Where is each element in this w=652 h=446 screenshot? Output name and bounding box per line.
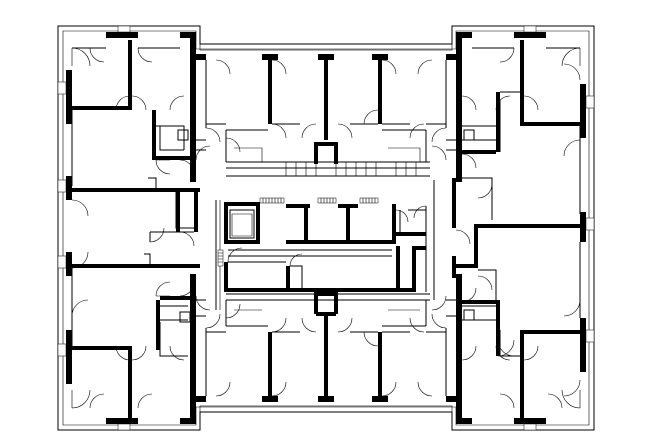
window-markers [57,25,595,431]
structural-walls [66,32,586,424]
balcony-strips [199,43,453,413]
door-swings [71,47,581,409]
